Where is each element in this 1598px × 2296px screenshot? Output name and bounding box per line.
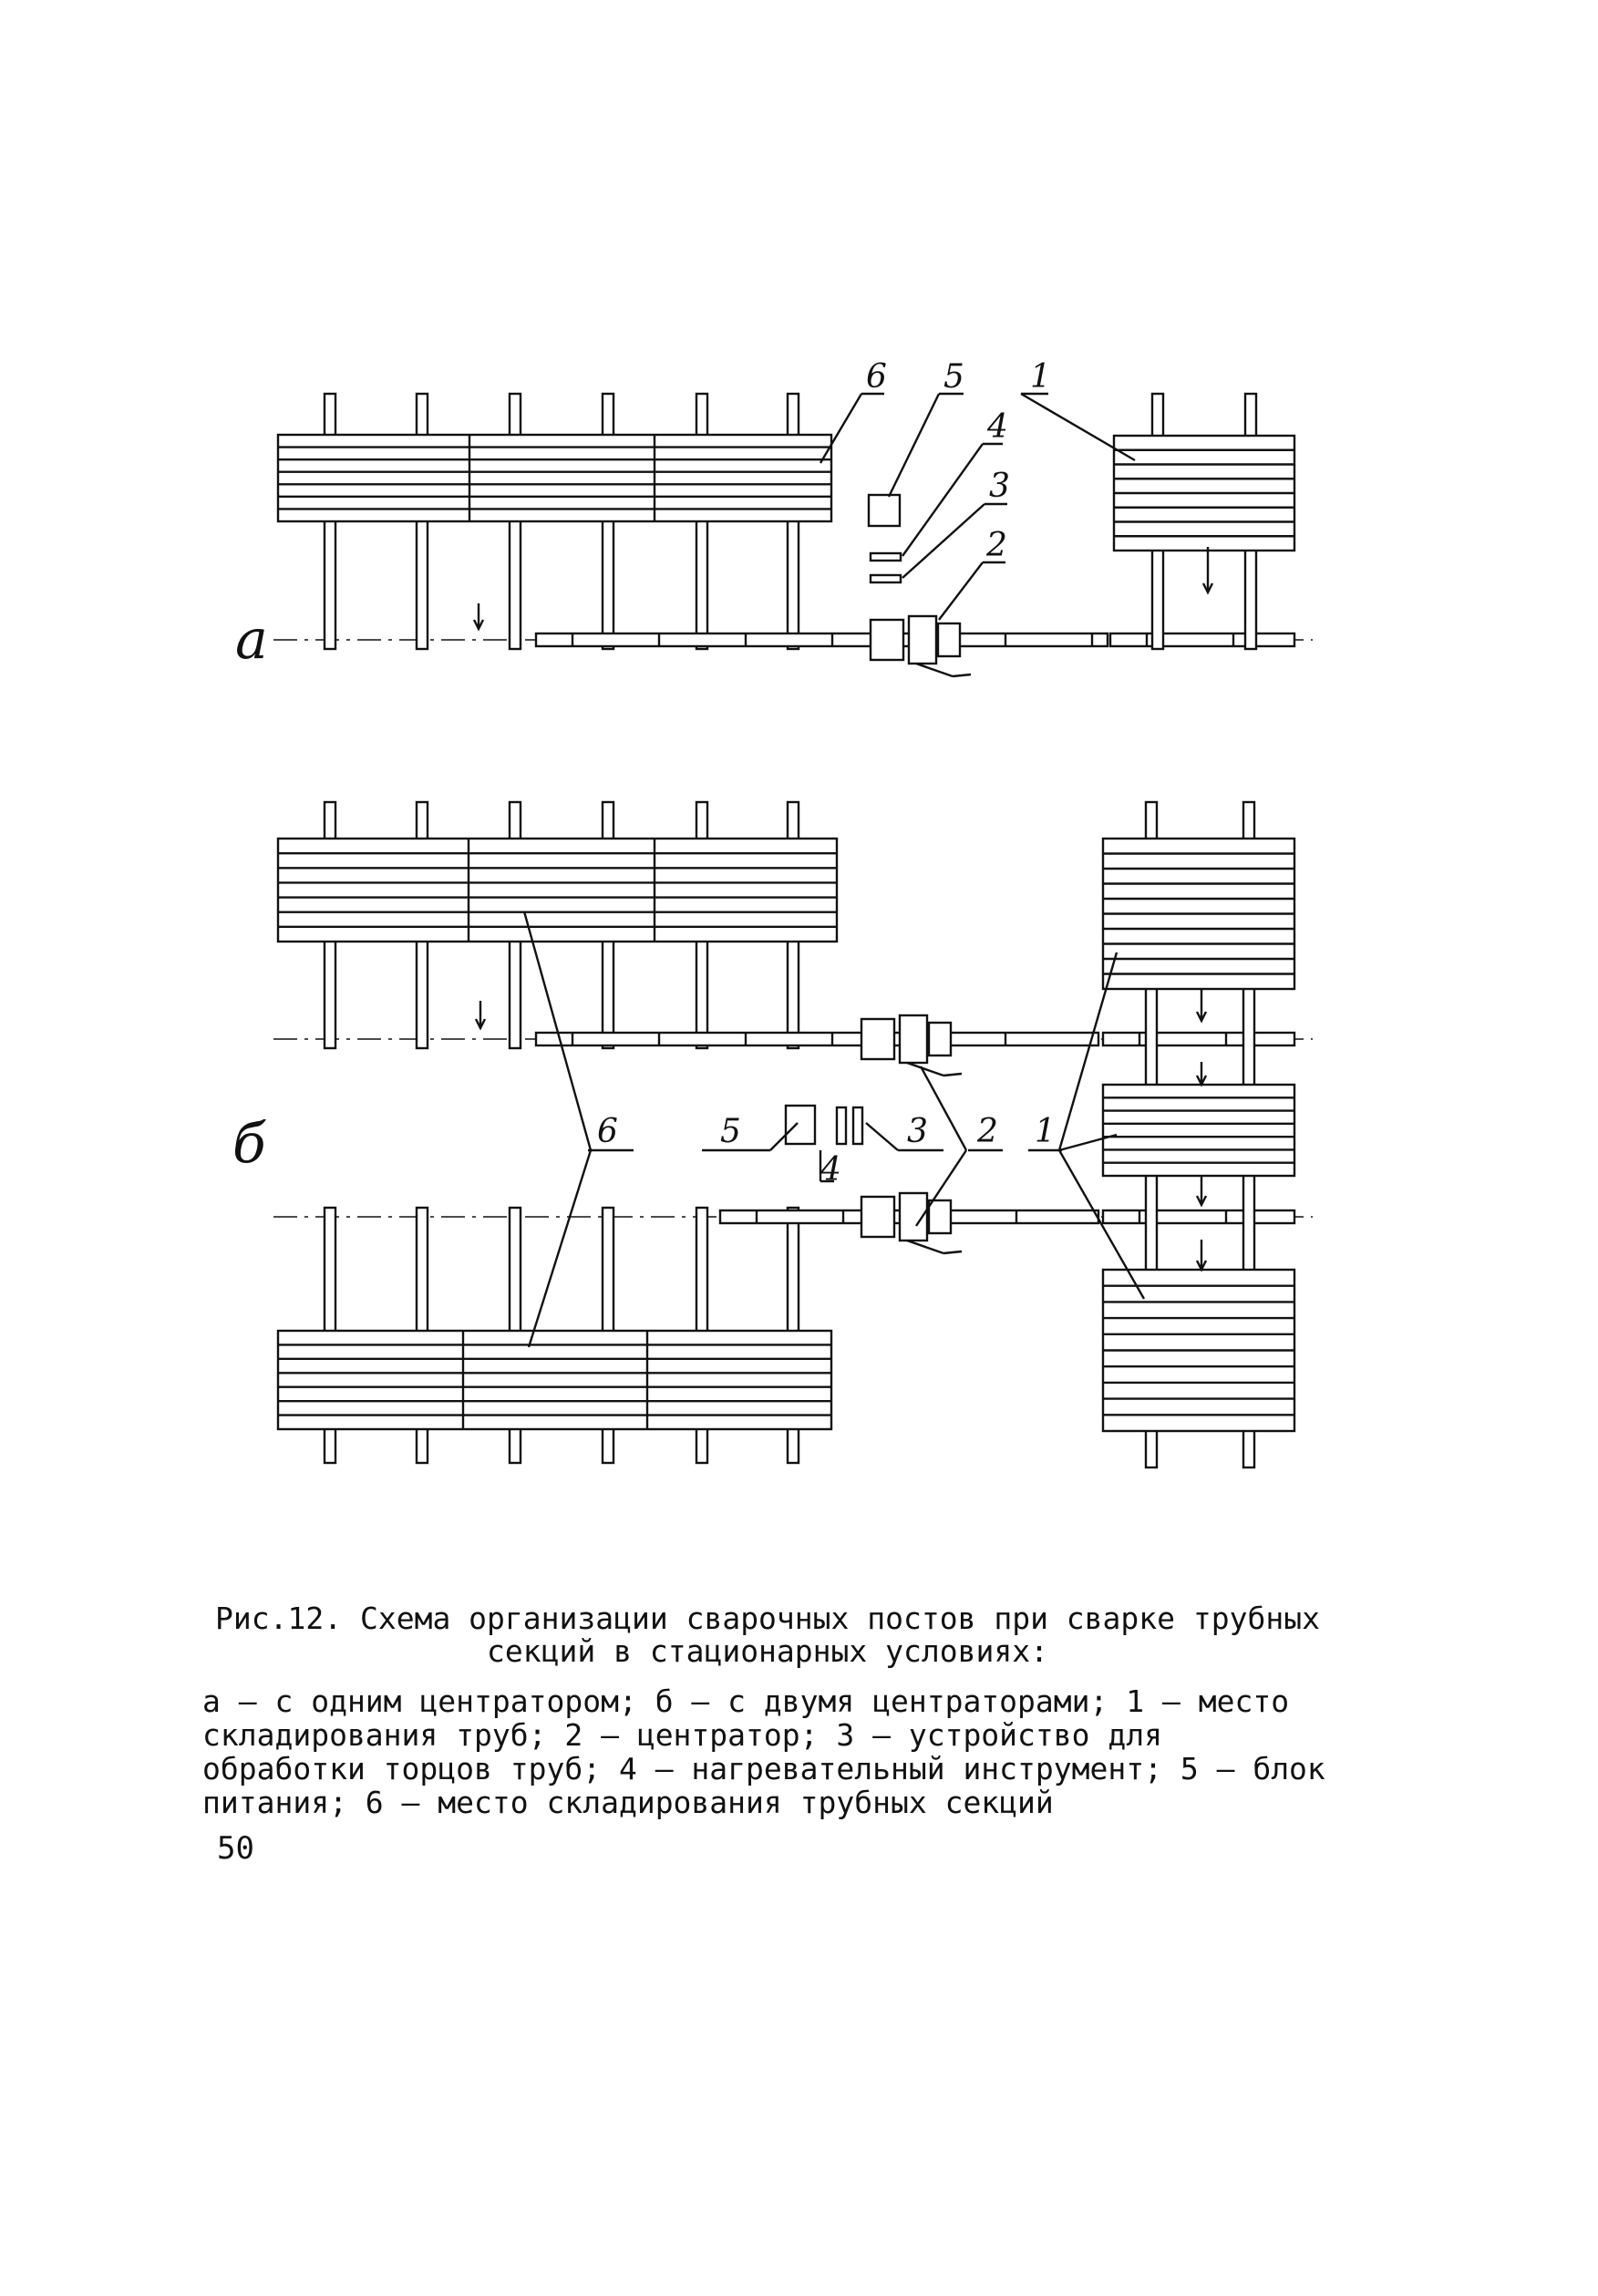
b-leader-6-down <box>527 1149 593 1348</box>
figure-caption: Рис.12. Схема организации сварочных пост… <box>202 1601 1333 1820</box>
callout-b-5: 5 <box>720 1113 741 1150</box>
b-power-unit <box>784 1104 817 1146</box>
b-leader-2-down <box>914 1149 968 1227</box>
a-feed-arrow-head <box>472 619 485 632</box>
b-pipe-arrow-2-head <box>1195 1075 1208 1087</box>
caption-title: Рис.12. Схема организации сварочных пост… <box>215 1601 1320 1669</box>
a-centrator-handle-tip <box>952 673 972 678</box>
callout-a-4: 4 <box>986 408 1008 446</box>
b-conveyor-top <box>534 1031 1100 1047</box>
callout-b-6: 6 <box>597 1113 618 1150</box>
variant-b-label: б <box>232 1112 266 1176</box>
a-leader-1 <box>1020 392 1136 462</box>
b-pipe-storage-middle <box>1101 1083 1296 1178</box>
b-leader-6-up <box>522 911 593 1151</box>
callout-b-3: 3 <box>907 1113 928 1150</box>
a-centrator-clamp-left <box>869 618 905 662</box>
b-section-storage-top <box>276 837 839 943</box>
b-leader-2-up <box>919 1066 968 1151</box>
b-pipe-arrow-3-head <box>1195 1195 1208 1208</box>
b-feed-arrow-head <box>474 1018 487 1031</box>
b-centrator-bottom-handle <box>906 1239 944 1255</box>
a-leader-2 <box>938 561 984 621</box>
variant-a-label: а <box>235 608 268 672</box>
a-conveyor-right <box>1108 632 1296 648</box>
b-pipe-arrow-1-head <box>1195 1011 1208 1024</box>
b-facing-device <box>851 1106 864 1146</box>
a-power-unit <box>867 493 902 528</box>
b-leader-1-up <box>1057 952 1119 1151</box>
a-leader-6 <box>819 393 863 464</box>
callout-b-1: 1 <box>1035 1113 1056 1150</box>
b-centrator-top-handle-tip <box>943 1072 963 1077</box>
b-centrator-top-handle <box>906 1061 944 1077</box>
a-centrator-clamp-mid <box>907 614 938 665</box>
callout-a-5: 5 <box>943 358 964 396</box>
b-leader-1-mid <box>1058 1133 1118 1152</box>
callout-b-4: 4 <box>820 1151 841 1189</box>
callout-a-1: 1 <box>1030 358 1051 396</box>
a-pipe-arrow-head <box>1201 582 1214 595</box>
page-number: 50 <box>217 1830 254 1867</box>
b-centrator-top-clamp-left <box>860 1017 896 1061</box>
b-section-storage-bottom <box>276 1329 833 1431</box>
b-heating-tool <box>835 1106 848 1146</box>
a-heating-tool <box>869 551 902 562</box>
b-leader-1-down <box>1057 1149 1146 1300</box>
a-leader-3 <box>902 503 985 579</box>
callout-a-3: 3 <box>989 468 1010 505</box>
welding-stations-diagram: а б 6 5 4 3 2 1 6 5 4 3 2 1 <box>232 358 1313 1469</box>
callout-a-6: 6 <box>866 358 887 396</box>
a-centrator-handle <box>915 662 954 678</box>
b-pipe-arrow-4-head <box>1195 1260 1208 1272</box>
b-centrator-bottom-handle-tip <box>943 1250 963 1255</box>
a-section-storage <box>276 433 833 523</box>
b-centrator-top-clamp-right <box>927 1021 953 1057</box>
a-conveyor <box>534 632 1109 648</box>
b-leader-5 <box>769 1122 799 1151</box>
b-conveyor-right-top <box>1101 1031 1296 1047</box>
a-facing-device <box>869 573 902 584</box>
b-centrator-top-clamp-mid <box>898 1014 929 1065</box>
caption-body: а – с одним центратором; б – с двумя цен… <box>202 1683 1325 1820</box>
b-conveyor-right-bottom <box>1101 1209 1296 1225</box>
a-centrator-clamp-right <box>936 622 962 658</box>
b-leader-3 <box>865 1122 899 1151</box>
b-centrator-bottom-clamp-right <box>927 1199 953 1235</box>
callout-b-2: 2 <box>976 1113 998 1150</box>
b-centrator-bottom-clamp-left <box>860 1195 896 1239</box>
callout-a-2: 2 <box>985 527 1007 564</box>
a-leader-5 <box>887 393 941 498</box>
a-leader-4 <box>902 443 984 557</box>
